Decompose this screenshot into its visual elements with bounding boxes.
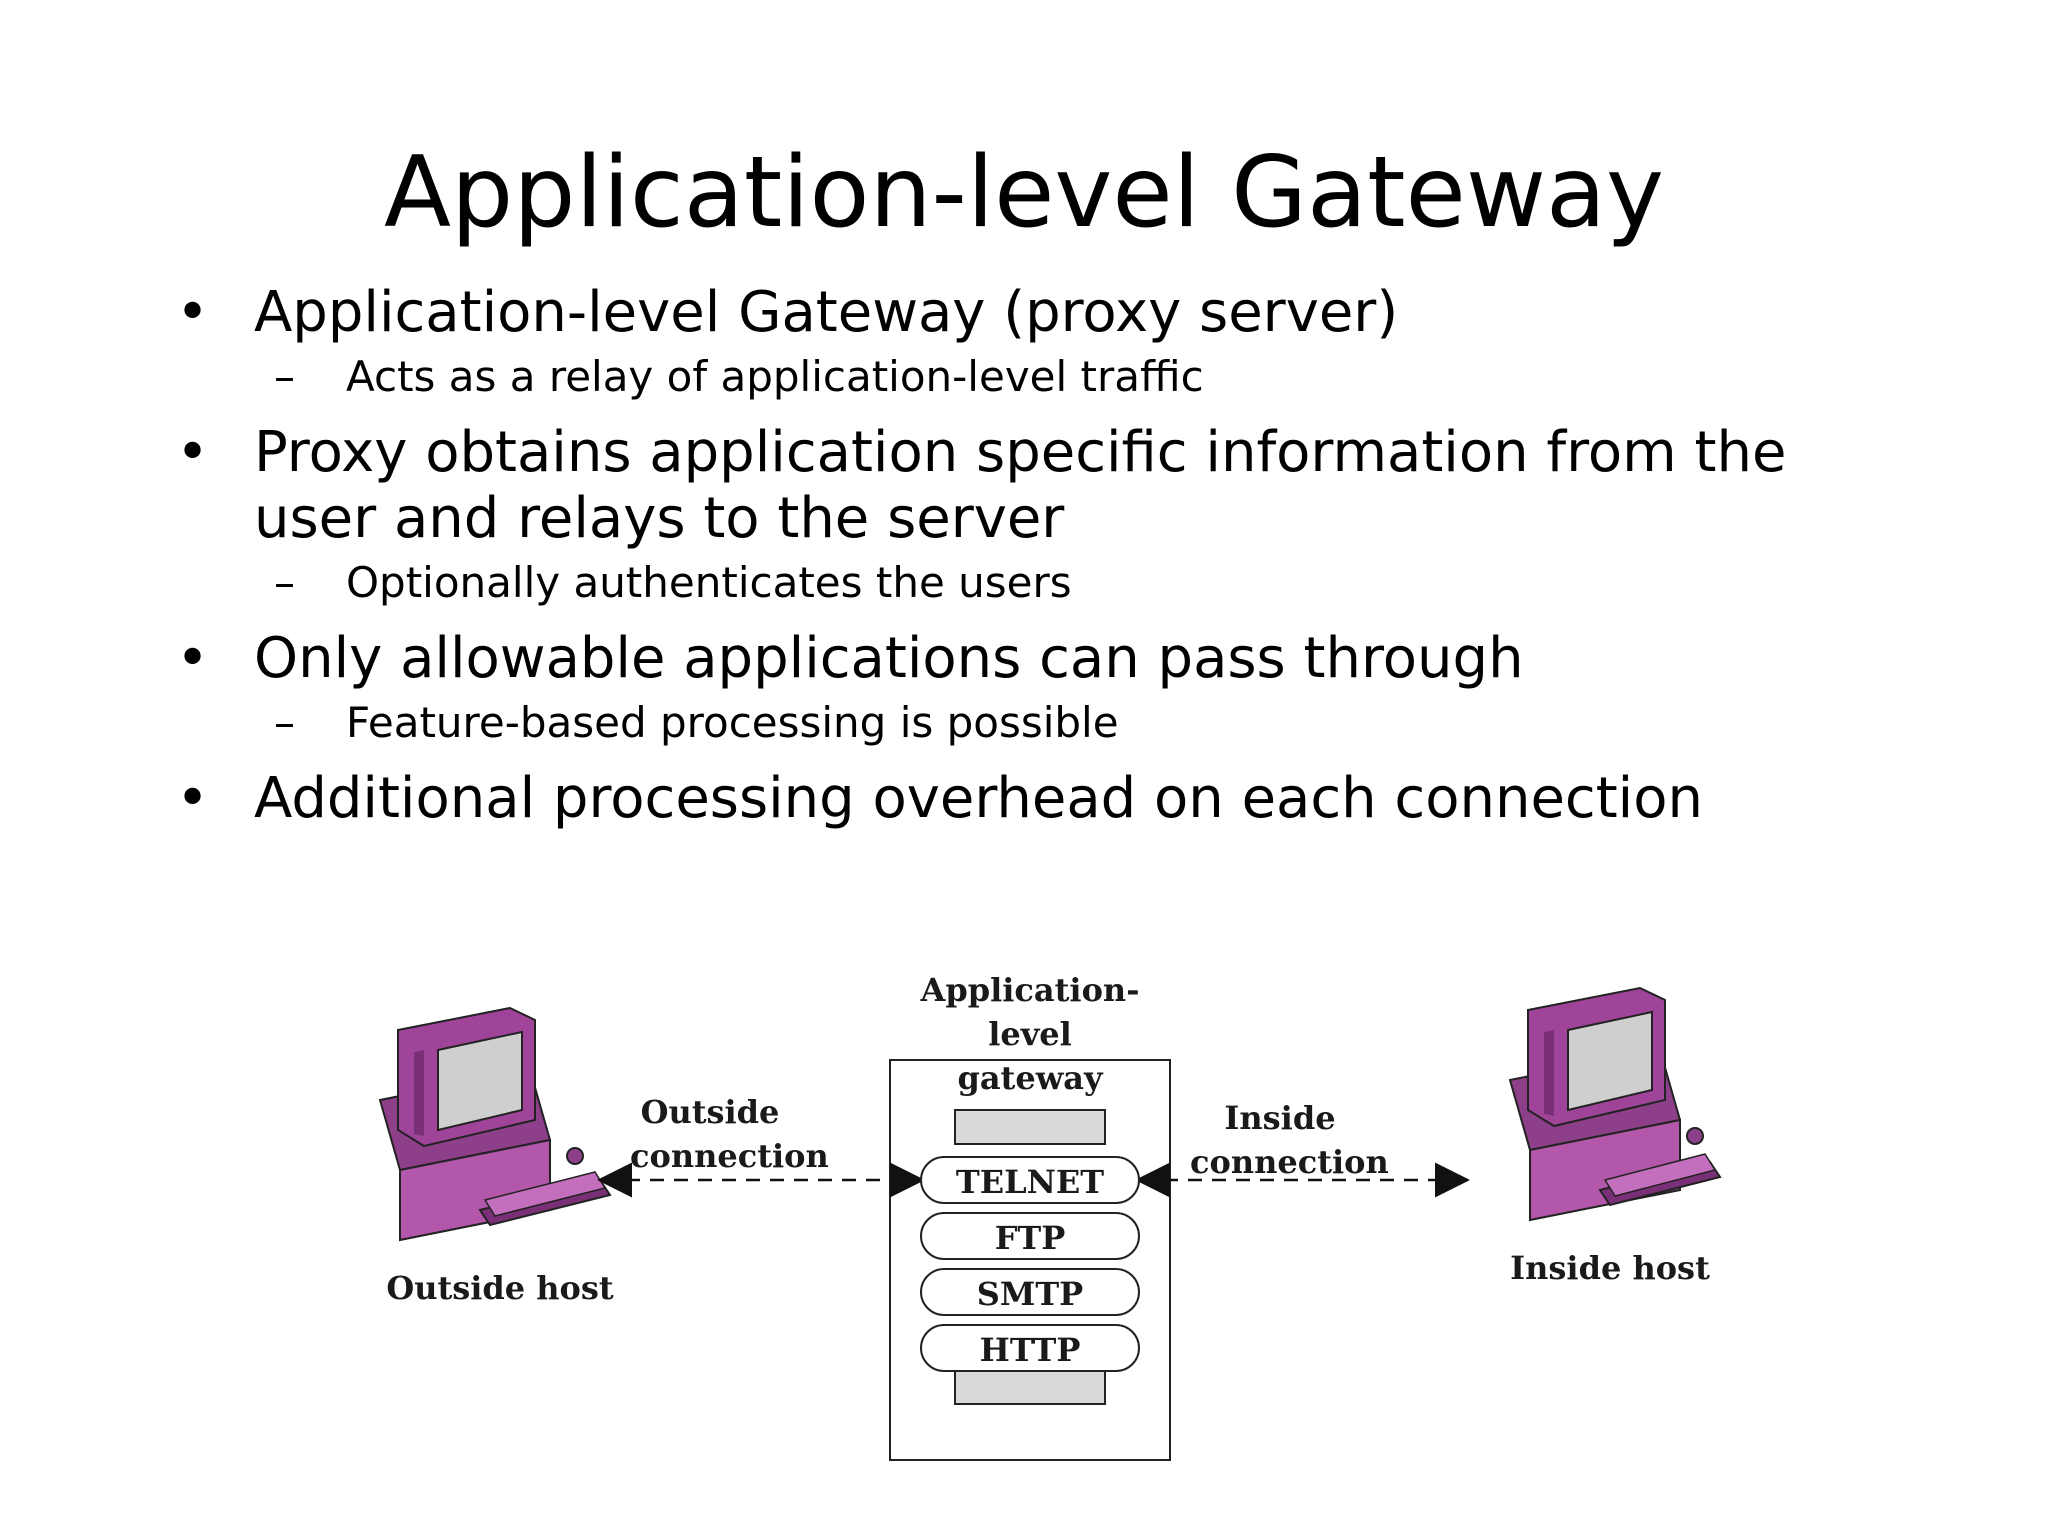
outside-computer-icon (378, 1006, 612, 1242)
diagram-graphics (378, 986, 1722, 1461)
bullet-item: • Proxy obtains application specific inf… (176, 420, 1876, 552)
inside-connection-label: Inside connection (1190, 1099, 1389, 1181)
protocol-ftp: FTP (920, 1212, 1140, 1260)
gateway-diagram: Application-level gateway Outside connec… (340, 960, 1740, 1536)
bullet-item: • Only allowable applications can pass t… (176, 626, 1876, 692)
bullet-item: • Additional processing overhead on each… (176, 766, 1876, 832)
inside-host-label: Inside host (1510, 1249, 1710, 1287)
bullet-item: • Application-level Gateway (proxy serve… (176, 280, 1876, 346)
bullet-list: • Application-level Gateway (proxy serve… (176, 280, 1876, 836)
sub-bullet-item: – Acts as a relay of application-level t… (176, 350, 1876, 404)
gateway-bottom-bar (954, 1369, 1106, 1405)
sub-bullet-text: Optionally authenticates the users (346, 558, 1072, 607)
outside-host-label: Outside host (386, 1269, 614, 1307)
outside-connection-label: Outside connection (630, 1093, 829, 1175)
protocol-telnet: TELNET (920, 1156, 1140, 1204)
bullet-text: Only allowable applications can pass thr… (254, 626, 1524, 691)
bullet-text: Proxy obtains application specific infor… (254, 420, 1787, 551)
sub-bullet-marker: – (274, 558, 295, 607)
bullet-text: Additional processing overhead on each c… (254, 766, 1703, 831)
bullet-text: Application-level Gateway (proxy server) (254, 280, 1399, 345)
bullet-marker: • (176, 420, 210, 485)
bullet-marker: • (176, 280, 210, 345)
sub-bullet-text: Acts as a relay of application-level tra… (346, 352, 1204, 401)
sub-bullet-marker: – (274, 352, 295, 401)
sub-bullet-marker: – (274, 698, 295, 747)
gateway-top-bar (954, 1109, 1106, 1145)
slide-title: Application-level Gateway (383, 136, 1665, 250)
sub-bullet-item: – Optionally authenticates the users (176, 556, 1876, 610)
protocol-smtp: SMTP (920, 1268, 1140, 1316)
bullet-marker: • (176, 626, 210, 691)
sub-bullet-item: – Feature-based processing is possible (176, 696, 1876, 750)
inside-computer-icon (1508, 986, 1722, 1222)
gateway-label: Application-level gateway (920, 971, 1140, 1097)
sub-bullet-text: Feature-based processing is possible (346, 698, 1119, 747)
protocol-http: HTTP (920, 1324, 1140, 1372)
bullet-marker: • (176, 766, 210, 831)
